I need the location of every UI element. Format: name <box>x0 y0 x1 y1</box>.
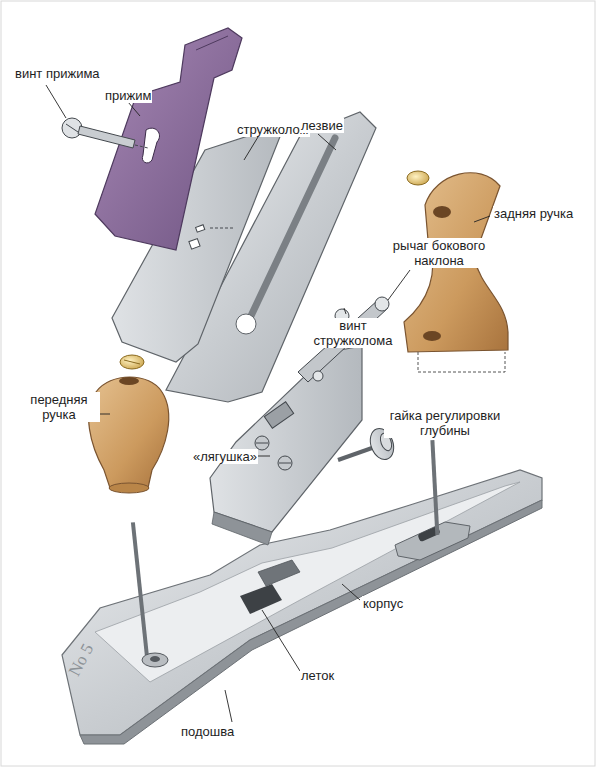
part-label: «лягушка» <box>192 449 258 464</box>
part-label: стружколом <box>236 122 310 137</box>
part-label: подошва <box>180 724 235 739</box>
screw-label: винт стружколома <box>306 318 400 348</box>
part-label: лезвие <box>300 118 344 133</box>
part-label: леток <box>300 668 335 683</box>
part-label: гайка регулировки глубины <box>384 408 506 438</box>
part-label: прижим <box>104 88 152 103</box>
part-label: рычаг бокового наклона <box>380 238 498 268</box>
model-number: No 5 <box>66 641 96 679</box>
part-label: передняя ручка <box>18 392 100 422</box>
screw-label: винт прижима <box>14 66 101 81</box>
part-label: корпус <box>362 596 404 611</box>
part-label: задняя ручка <box>493 206 574 221</box>
